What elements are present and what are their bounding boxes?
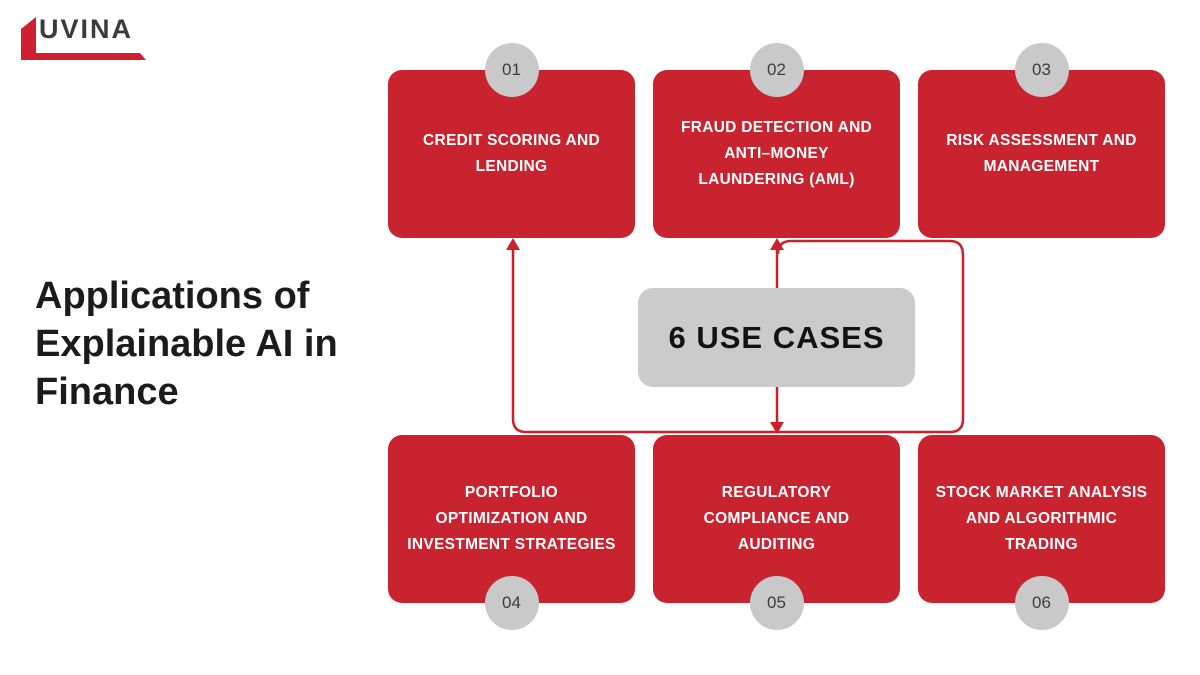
- number-badge-6-label: 06: [1032, 593, 1051, 612]
- use-case-6-label: STOCK MARKET ANALYSIS AND ALGORITHMIC TR…: [935, 484, 1148, 553]
- arrowhead-up-box1: [506, 238, 520, 250]
- number-badge-1: 01: [484, 43, 539, 97]
- number-badge-2: 02: [749, 43, 804, 97]
- logo-text: UVINA: [39, 14, 134, 44]
- use-case-2-label: FRAUD DETECTION AND ANTI–MONEY LAUNDERIN…: [680, 119, 873, 188]
- use-case-card-2: 02 FRAUD DETECTION AND ANTI–MONEY LAUNDE…: [653, 43, 900, 238]
- loop-connector-path: [511, 239, 965, 434]
- arrowhead-down-box5: [770, 422, 784, 434]
- arrowhead-up-box2: [770, 238, 784, 250]
- use-case-card-6: 06 STOCK MARKET ANALYSIS AND ALGORITHMIC…: [918, 435, 1165, 630]
- number-badge-2-label: 02: [767, 60, 786, 79]
- number-badge-3-label: 03: [1032, 60, 1051, 79]
- number-badge-5: 05: [749, 576, 804, 630]
- number-badge-3: 03: [1014, 43, 1069, 97]
- center-label: 6 USE CASES: [668, 319, 885, 355]
- page-title: Applications of Explainable AI in Financ…: [35, 275, 338, 413]
- use-case-4-label: PORTFOLIO OPTIMIZATION AND INVESTMENT ST…: [407, 484, 616, 553]
- luvina-logo: UVINA: [12, 8, 162, 68]
- number-badge-5-label: 05: [767, 593, 786, 612]
- use-case-card-3: 03 RISK ASSESSMENT AND MANAGEMENT: [918, 43, 1165, 238]
- use-case-1-label: CREDIT SCORING AND LENDING: [422, 132, 601, 175]
- number-badge-6: 06: [1014, 576, 1069, 630]
- center-label-box: 6 USE CASES: [638, 288, 915, 387]
- use-case-card-5: 05 REGULATORY COMPLIANCE AND AUDITING: [653, 435, 900, 630]
- number-badge-4: 04: [484, 576, 539, 630]
- number-badge-4-label: 04: [502, 593, 521, 612]
- use-case-5-label: REGULATORY COMPLIANCE AND AUDITING: [703, 484, 850, 553]
- use-case-card-1: 01 CREDIT SCORING AND LENDING: [388, 43, 635, 238]
- logo-l-mark: [21, 17, 146, 60]
- use-case-3-label: RISK ASSESSMENT AND MANAGEMENT: [946, 132, 1137, 175]
- number-badge-1-label: 01: [502, 60, 521, 79]
- use-case-card-4: 04 PORTFOLIO OPTIMIZATION AND INVESTMENT…: [388, 435, 635, 630]
